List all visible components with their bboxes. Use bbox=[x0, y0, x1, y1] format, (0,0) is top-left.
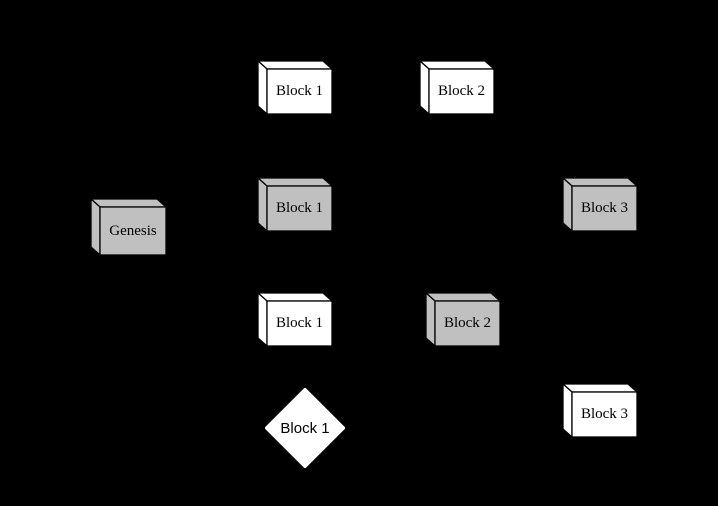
node-genesis-gray: Genesis bbox=[90, 197, 167, 256]
node-block2-row1-white: Block 2 bbox=[419, 59, 495, 115]
node-block1-diamond-white: Block 1 bbox=[265, 388, 345, 468]
node-block3-row2-gray: Block 3 bbox=[562, 176, 638, 232]
node-block2-row3-gray: Block 2 bbox=[425, 291, 501, 347]
cube-3d-shape bbox=[562, 382, 638, 438]
cube-3d-shape bbox=[425, 291, 501, 347]
cube-3d-shape bbox=[562, 176, 638, 232]
cube-3d-shape bbox=[419, 59, 495, 115]
node-block1-row1-white: Block 1 bbox=[257, 59, 333, 115]
node-block3-row4-white: Block 3 bbox=[562, 382, 638, 438]
cube-3d-shape bbox=[257, 176, 333, 232]
cube-3d-shape bbox=[257, 59, 333, 115]
cube-3d-shape bbox=[257, 291, 333, 347]
node-block1-row3-white: Block 1 bbox=[257, 291, 333, 347]
diamond-shape bbox=[265, 388, 345, 468]
node-block1-row2-gray: Block 1 bbox=[257, 176, 333, 232]
cube-3d-shape bbox=[90, 197, 167, 256]
